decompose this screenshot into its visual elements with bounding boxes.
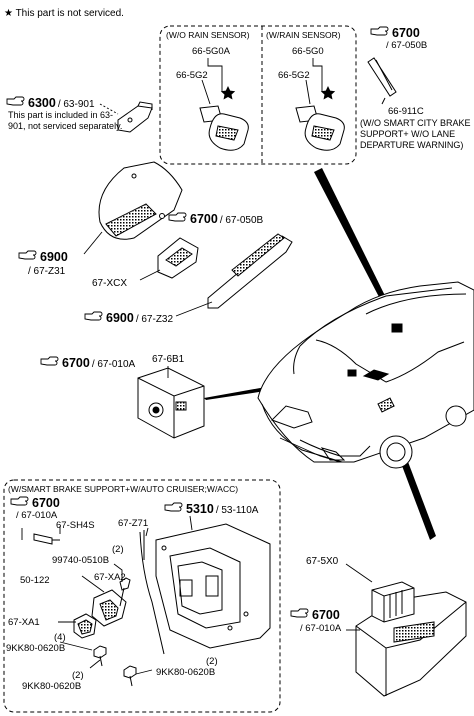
ref-sub: / 67-050B — [219, 215, 264, 226]
ref-6700-top-sub: / 67-050B — [386, 40, 428, 51]
fuse-leaders — [345, 563, 373, 631]
ref-6700-mid: 6700 / 67-050B — [168, 212, 263, 226]
part-9kk-a: 9KK80-0620B — [6, 643, 66, 654]
smart-brake-box — [3, 479, 281, 713]
part-67-xcx: 67-XCX — [92, 278, 128, 289]
car-illustration — [257, 281, 474, 469]
box-label-w-rain: (W/RAIN SENSOR) — [266, 30, 341, 40]
wire-harness — [139, 530, 165, 655]
pointing-hand-icon — [10, 496, 29, 506]
bracket-part — [117, 101, 153, 133]
part-50-122: 50-122 — [20, 575, 50, 586]
part-67-sh4s: 67-SH4S — [56, 520, 95, 531]
note-6300: This part is included in 63-901, not ser… — [8, 110, 123, 131]
part-67-6b1: 67-6B1 — [152, 354, 185, 365]
part-66-5g2-b: 66-5G2 — [278, 70, 310, 81]
pointing-hand-icon — [370, 26, 389, 36]
part-66-5g0a: 66-5G0A — [192, 46, 231, 57]
part-99740: 99740-0510B — [52, 555, 110, 566]
ref-6700-box: 6700 — [10, 496, 60, 509]
ref-sub: / 63-901 — [57, 99, 95, 110]
ref-6700-bottom: 6700 — [290, 608, 340, 621]
bracket-leader — [99, 103, 119, 115]
box-leaders — [21, 515, 193, 675]
rain-sensor-unit — [208, 113, 345, 151]
ref-sub: / 67-010A — [91, 359, 136, 370]
ref-main: 6700 — [62, 356, 90, 370]
ref-6900-a-sub: / 67-Z31 — [28, 266, 66, 277]
part-66-5g2-a: 66-5G2 — [176, 70, 208, 81]
star-icon: ★ — [4, 8, 13, 19]
rain-sensor-leaders — [201, 58, 323, 105]
box-label-smart-brake: (W/SMART BRAKE SUPPORT+W/AUTO CRUISER;W/… — [8, 484, 239, 494]
star-note-text: This part is not serviced. — [15, 8, 124, 19]
ref-main: 5310 — [186, 502, 214, 516]
ref-main: 6700 — [312, 608, 340, 622]
ref-main: 6700 — [392, 26, 420, 40]
radiator-support-frame — [155, 523, 271, 649]
rain-sensor-box — [159, 25, 357, 165]
part-67-xa1: 67-XA1 — [8, 617, 40, 628]
ref-sub: / 53-110A — [215, 505, 259, 516]
camera-bracket — [157, 237, 199, 279]
ref-6300: 6300 / 63-901 — [6, 96, 95, 110]
overhead-console — [98, 161, 183, 240]
part-9kk-c: 9KK80-0620B — [156, 667, 216, 678]
ref-6700-box-sub: / 67-010A — [16, 510, 58, 521]
ref-6700-top: 6700 — [370, 26, 420, 39]
part-66-5g0: 66-5G0 — [292, 46, 324, 57]
ref-5310: 5310 / 53-110A — [164, 502, 258, 516]
pointing-hand-icon — [6, 96, 25, 106]
ref-6900-a: 6900 — [18, 250, 68, 263]
ref-sub: / 67-Z32 — [135, 314, 174, 325]
part-99740-qty: (2) — [112, 544, 124, 555]
map-lamp — [207, 233, 293, 309]
part-9kk-a-qty: (4) — [54, 632, 66, 643]
part-67-xa2: 67-XA2 — [94, 572, 126, 583]
ref-6900-b: 6900 / 67-Z32 — [84, 311, 173, 325]
pointing-hand-icon — [164, 502, 183, 512]
box-label-wo-rain: (W/O RAIN SENSOR) — [166, 30, 250, 40]
sensor-bracket — [73, 589, 127, 639]
ref-6700-bottom-sub: / 67-010A — [300, 623, 342, 634]
part-67-z71: 67-Z71 — [118, 518, 149, 529]
fuse-box — [355, 581, 467, 697]
pointing-hand-icon — [18, 250, 37, 260]
control-module — [137, 367, 205, 439]
note-66-911c-code: 66-911C — [388, 106, 424, 117]
pointing-hand-icon — [84, 311, 103, 321]
star-icon — [220, 86, 336, 100]
part-9kk-c-qty: (2) — [206, 656, 218, 667]
ref-6700-left: 6700 / 67-010A — [40, 356, 135, 370]
connector-part — [33, 533, 60, 545]
sensor-cover-part — [367, 57, 397, 105]
pointing-hand-icon — [40, 356, 59, 366]
bolt-part — [93, 577, 137, 687]
part-9kk-b: 9KK80-0620B — [22, 681, 82, 692]
pointing-hand-icon — [290, 608, 309, 618]
console-leaders — [83, 231, 213, 317]
ref-main: 6900 — [106, 311, 134, 325]
ref-main: 6700 — [190, 212, 218, 226]
part-67-5x0: 67-5X0 — [306, 556, 339, 567]
star-note: ★ This part is not serviced. — [4, 8, 124, 19]
ref-main: 6900 — [40, 250, 68, 264]
part-9kk-b-qty: (2) — [72, 670, 84, 681]
ref-main: 6700 — [32, 496, 60, 510]
note-66-911c: (W/O SMART CITY BRAKE SUPPORT+ W/O LANE … — [360, 118, 471, 150]
pointing-hand-icon — [168, 212, 187, 222]
ref-main: 6300 — [28, 96, 56, 110]
